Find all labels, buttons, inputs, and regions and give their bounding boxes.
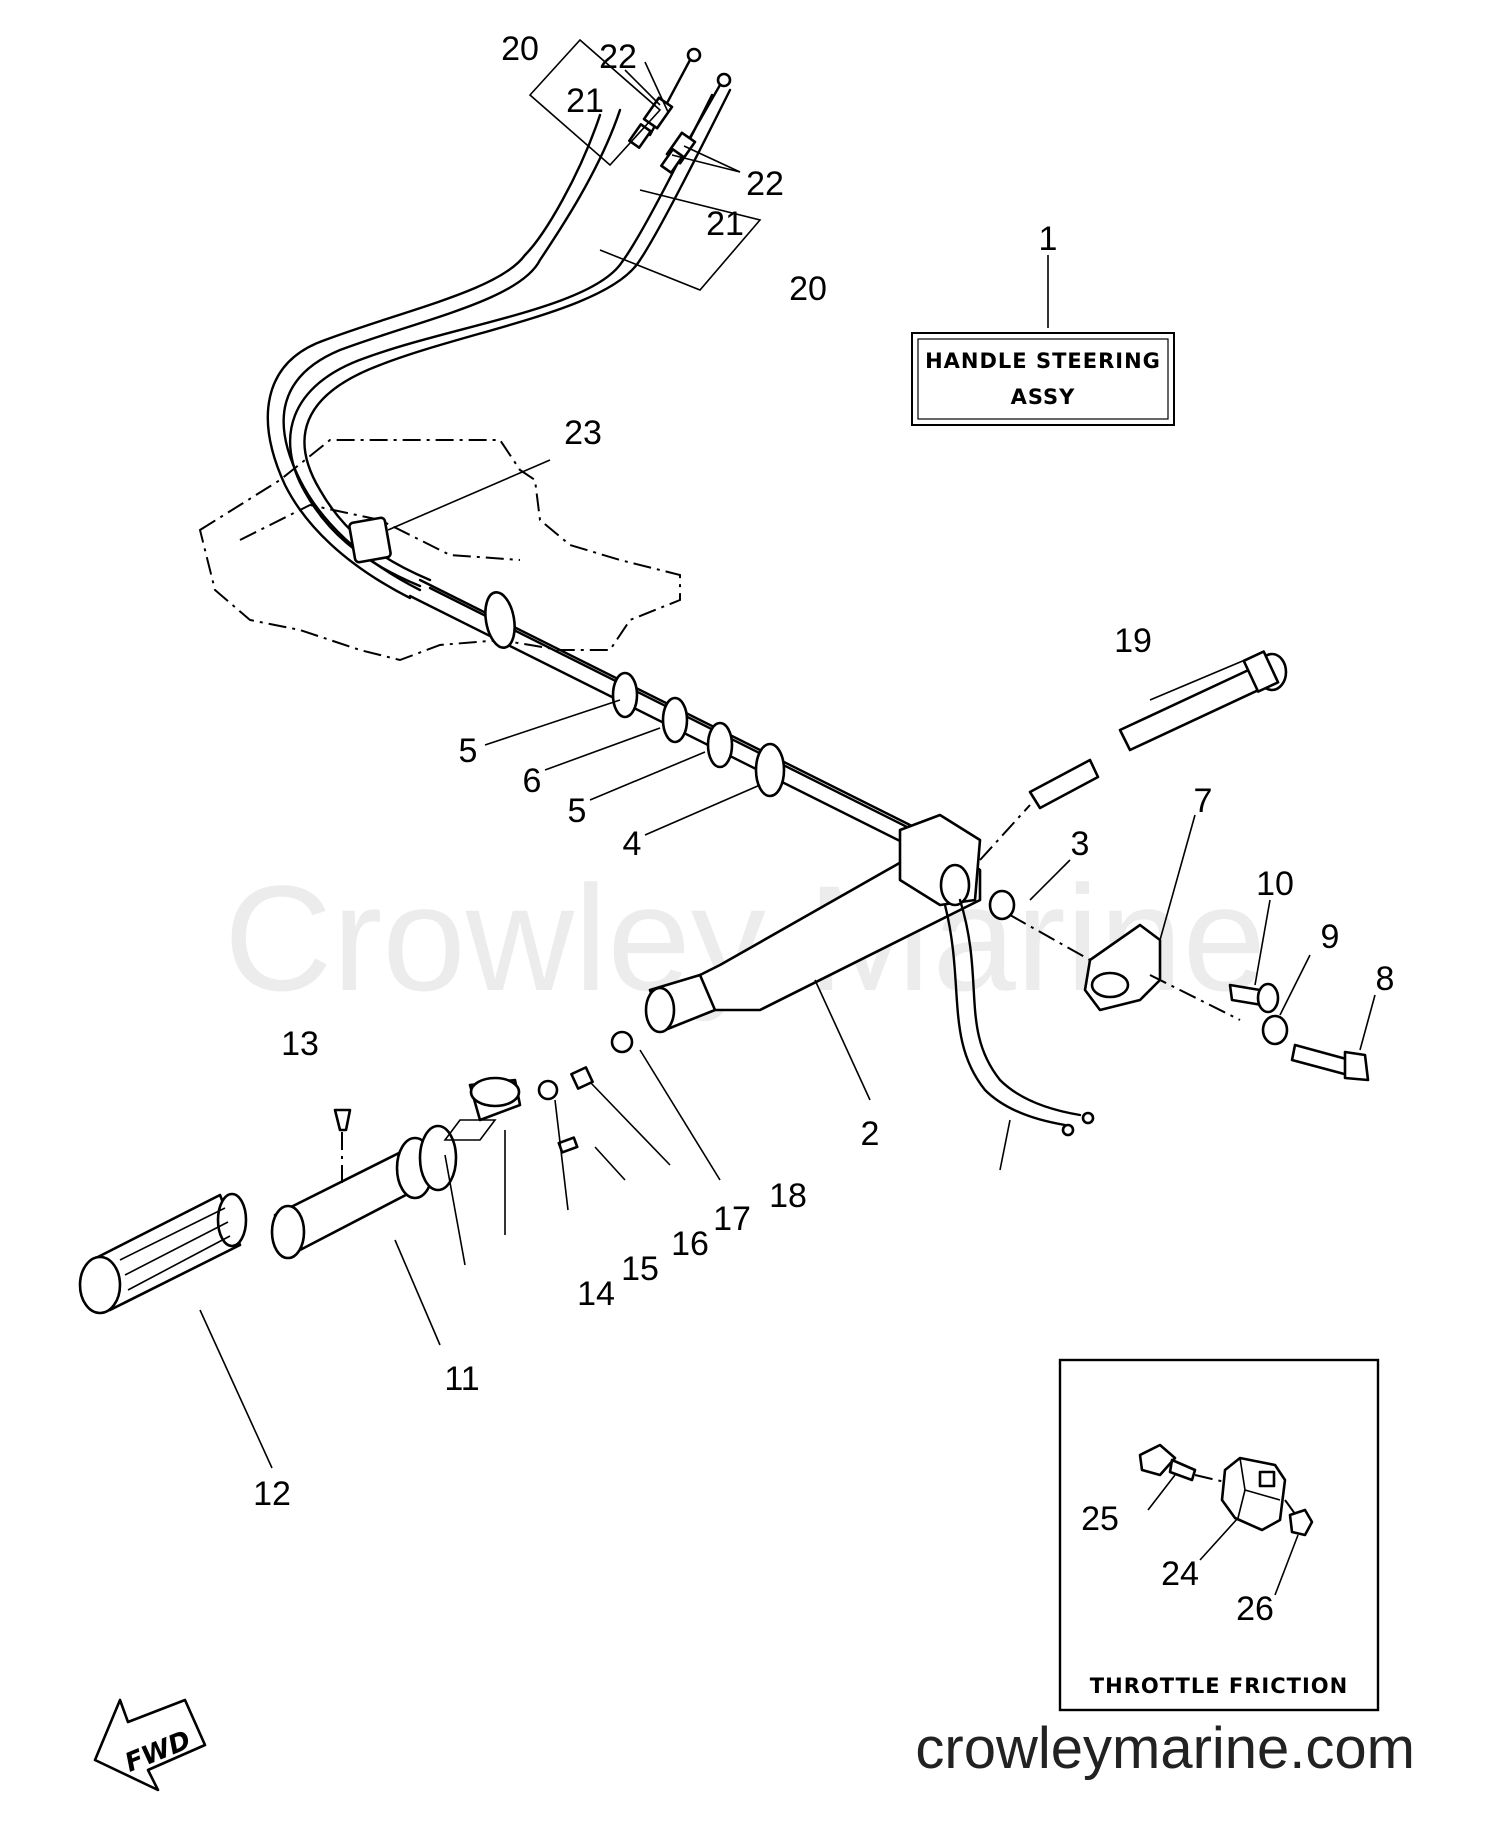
label-20: 20 [789,270,827,308]
label-7: 7 [1194,782,1213,820]
label-4: 4 [623,825,642,863]
part-number-labels: 20 22 21 22 21 20 1 23 19 5 6 5 4 3 7 10… [253,30,1394,1513]
assy-box: HANDLE STEERING ASSY [911,332,1175,426]
washers [484,591,786,798]
throttle-friction-inset: 25 24 26 THROTTLE FRICTION [1058,1358,1380,1712]
label-13: 13 [281,1025,319,1063]
label-19: 19 [1114,622,1152,660]
shaft-19 [979,650,1288,861]
label-3: 3 [1071,825,1090,863]
hardware-8-9-10 [1228,982,1370,1082]
label-1: 1 [1039,220,1058,258]
fwd-arrow: FWD [93,1698,207,1792]
label-18: 18 [769,1177,807,1215]
small-parts-13-18 [333,1030,634,1185]
label-22: 22 [746,165,784,203]
label-23: 23 [564,414,602,452]
label-15: 15 [621,1250,659,1288]
grommet-23 [348,459,551,564]
throttle-shaft-11 [270,1124,458,1260]
label-24: 24 [1161,1555,1199,1593]
steering-handle-arm [644,813,1095,1137]
label-22: 22 [599,38,637,76]
grip-12 [78,1192,248,1315]
label-26: 26 [1236,1590,1274,1628]
assy-box-line2: ASSY [1011,385,1076,409]
label-14: 14 [577,1275,615,1313]
label-11: 11 [444,1360,479,1398]
throttle-cables [266,47,732,600]
inset-title: THROTTLE FRICTION [1090,1674,1348,1698]
label-8: 8 [1376,960,1395,998]
bracket-7 [1009,914,1241,1021]
site-url: crowleymarine.com [915,1716,1415,1781]
label-5: 5 [568,792,587,830]
label-21: 21 [706,205,744,243]
label-5: 5 [459,732,478,770]
label-2: 2 [861,1115,880,1153]
label-9: 9 [1321,918,1340,956]
label-20: 20 [501,30,539,68]
washer-3 [988,889,1016,921]
label-12: 12 [253,1475,291,1513]
label-10: 10 [1256,865,1294,903]
label-16: 16 [671,1225,709,1263]
leader-lines [199,255,1376,1469]
label-21: 21 [566,82,604,120]
label-6: 6 [523,762,542,800]
leader-lines-upper-cables [528,38,762,291]
label-17: 17 [713,1200,751,1238]
bottom-cowling-outline [198,439,681,662]
assy-box-line1: HANDLE STEERING [925,349,1161,373]
label-25: 25 [1081,1500,1119,1538]
